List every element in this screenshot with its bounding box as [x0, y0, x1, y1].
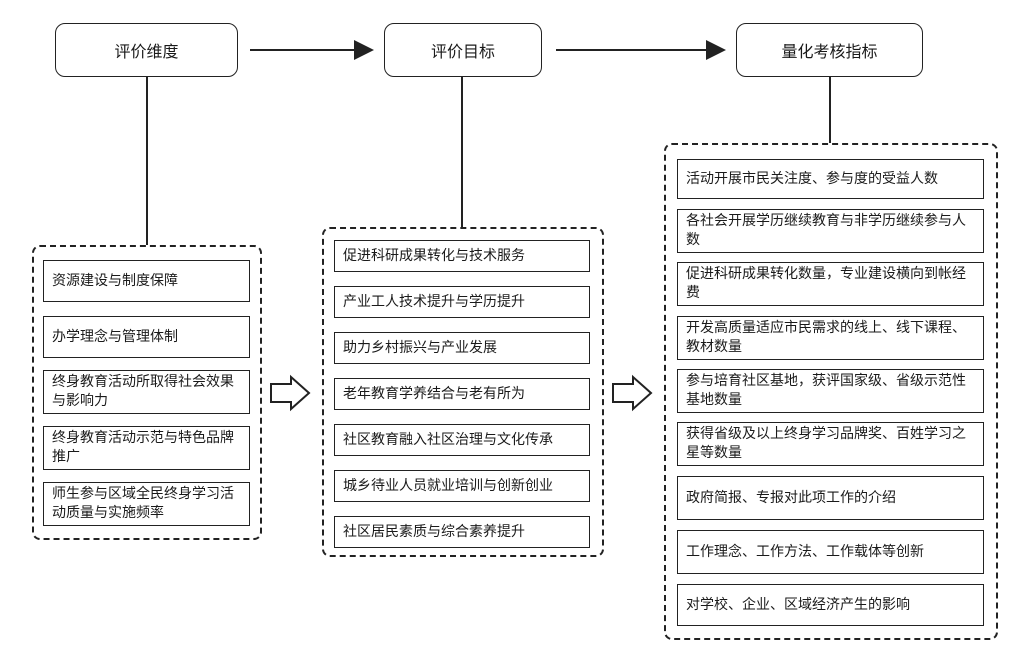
indicator-group [664, 143, 998, 640]
dimension-group [32, 245, 262, 540]
goal-group [322, 227, 604, 557]
goal-item: 助力乡村振兴与产业发展 [334, 332, 590, 364]
goal-item: 城乡待业人员就业培训与创新创业 [334, 470, 590, 502]
header-goal: 评价目标 [384, 23, 542, 77]
dimension-item: 终身教育活动示范与特色品牌推广 [43, 426, 250, 470]
indicator-item: 各社会开展学历继续教育与非学历继续参与人数 [677, 209, 984, 253]
goal-item: 产业工人技术提升与学历提升 [334, 286, 590, 318]
indicator-item: 参与培育社区基地，获评国家级、省级示范性基地数量 [677, 369, 984, 413]
goal-item: 社区居民素质与综合素养提升 [334, 516, 590, 548]
goal-item: 促进科研成果转化与技术服务 [334, 240, 590, 272]
indicator-item: 对学校、企业、区域经济产生的影响 [677, 584, 984, 626]
indicator-item: 开发高质量适应市民需求的线上、线下课程、教材数量 [677, 316, 984, 360]
dimension-item: 资源建设与制度保障 [43, 260, 250, 302]
goal-item: 老年教育学养结合与老有所为 [334, 378, 590, 410]
block-arrow-2 [612, 374, 653, 412]
indicator-item: 工作理念、工作方法、工作载体等创新 [677, 530, 984, 574]
goal-item: 社区教育融入社区治理与文化传承 [334, 424, 590, 456]
indicator-item: 活动开展市民关注度、参与度的受益人数 [677, 159, 984, 199]
block-arrow-1 [270, 374, 311, 412]
dimension-item: 终身教育活动所取得社会效果与影响力 [43, 370, 250, 414]
indicator-item: 获得省级及以上终身学习品牌奖、百姓学习之星等数量 [677, 422, 984, 466]
header-dimension: 评价维度 [55, 23, 238, 77]
header-indicator: 量化考核指标 [736, 23, 923, 77]
dimension-item: 办学理念与管理体制 [43, 316, 250, 358]
dimension-item: 师生参与区域全民终身学习活动质量与实施频率 [43, 482, 250, 526]
indicator-item: 政府简报、专报对此项工作的介绍 [677, 476, 984, 520]
indicator-item: 促进科研成果转化数量，专业建设横向到帐经费 [677, 262, 984, 306]
